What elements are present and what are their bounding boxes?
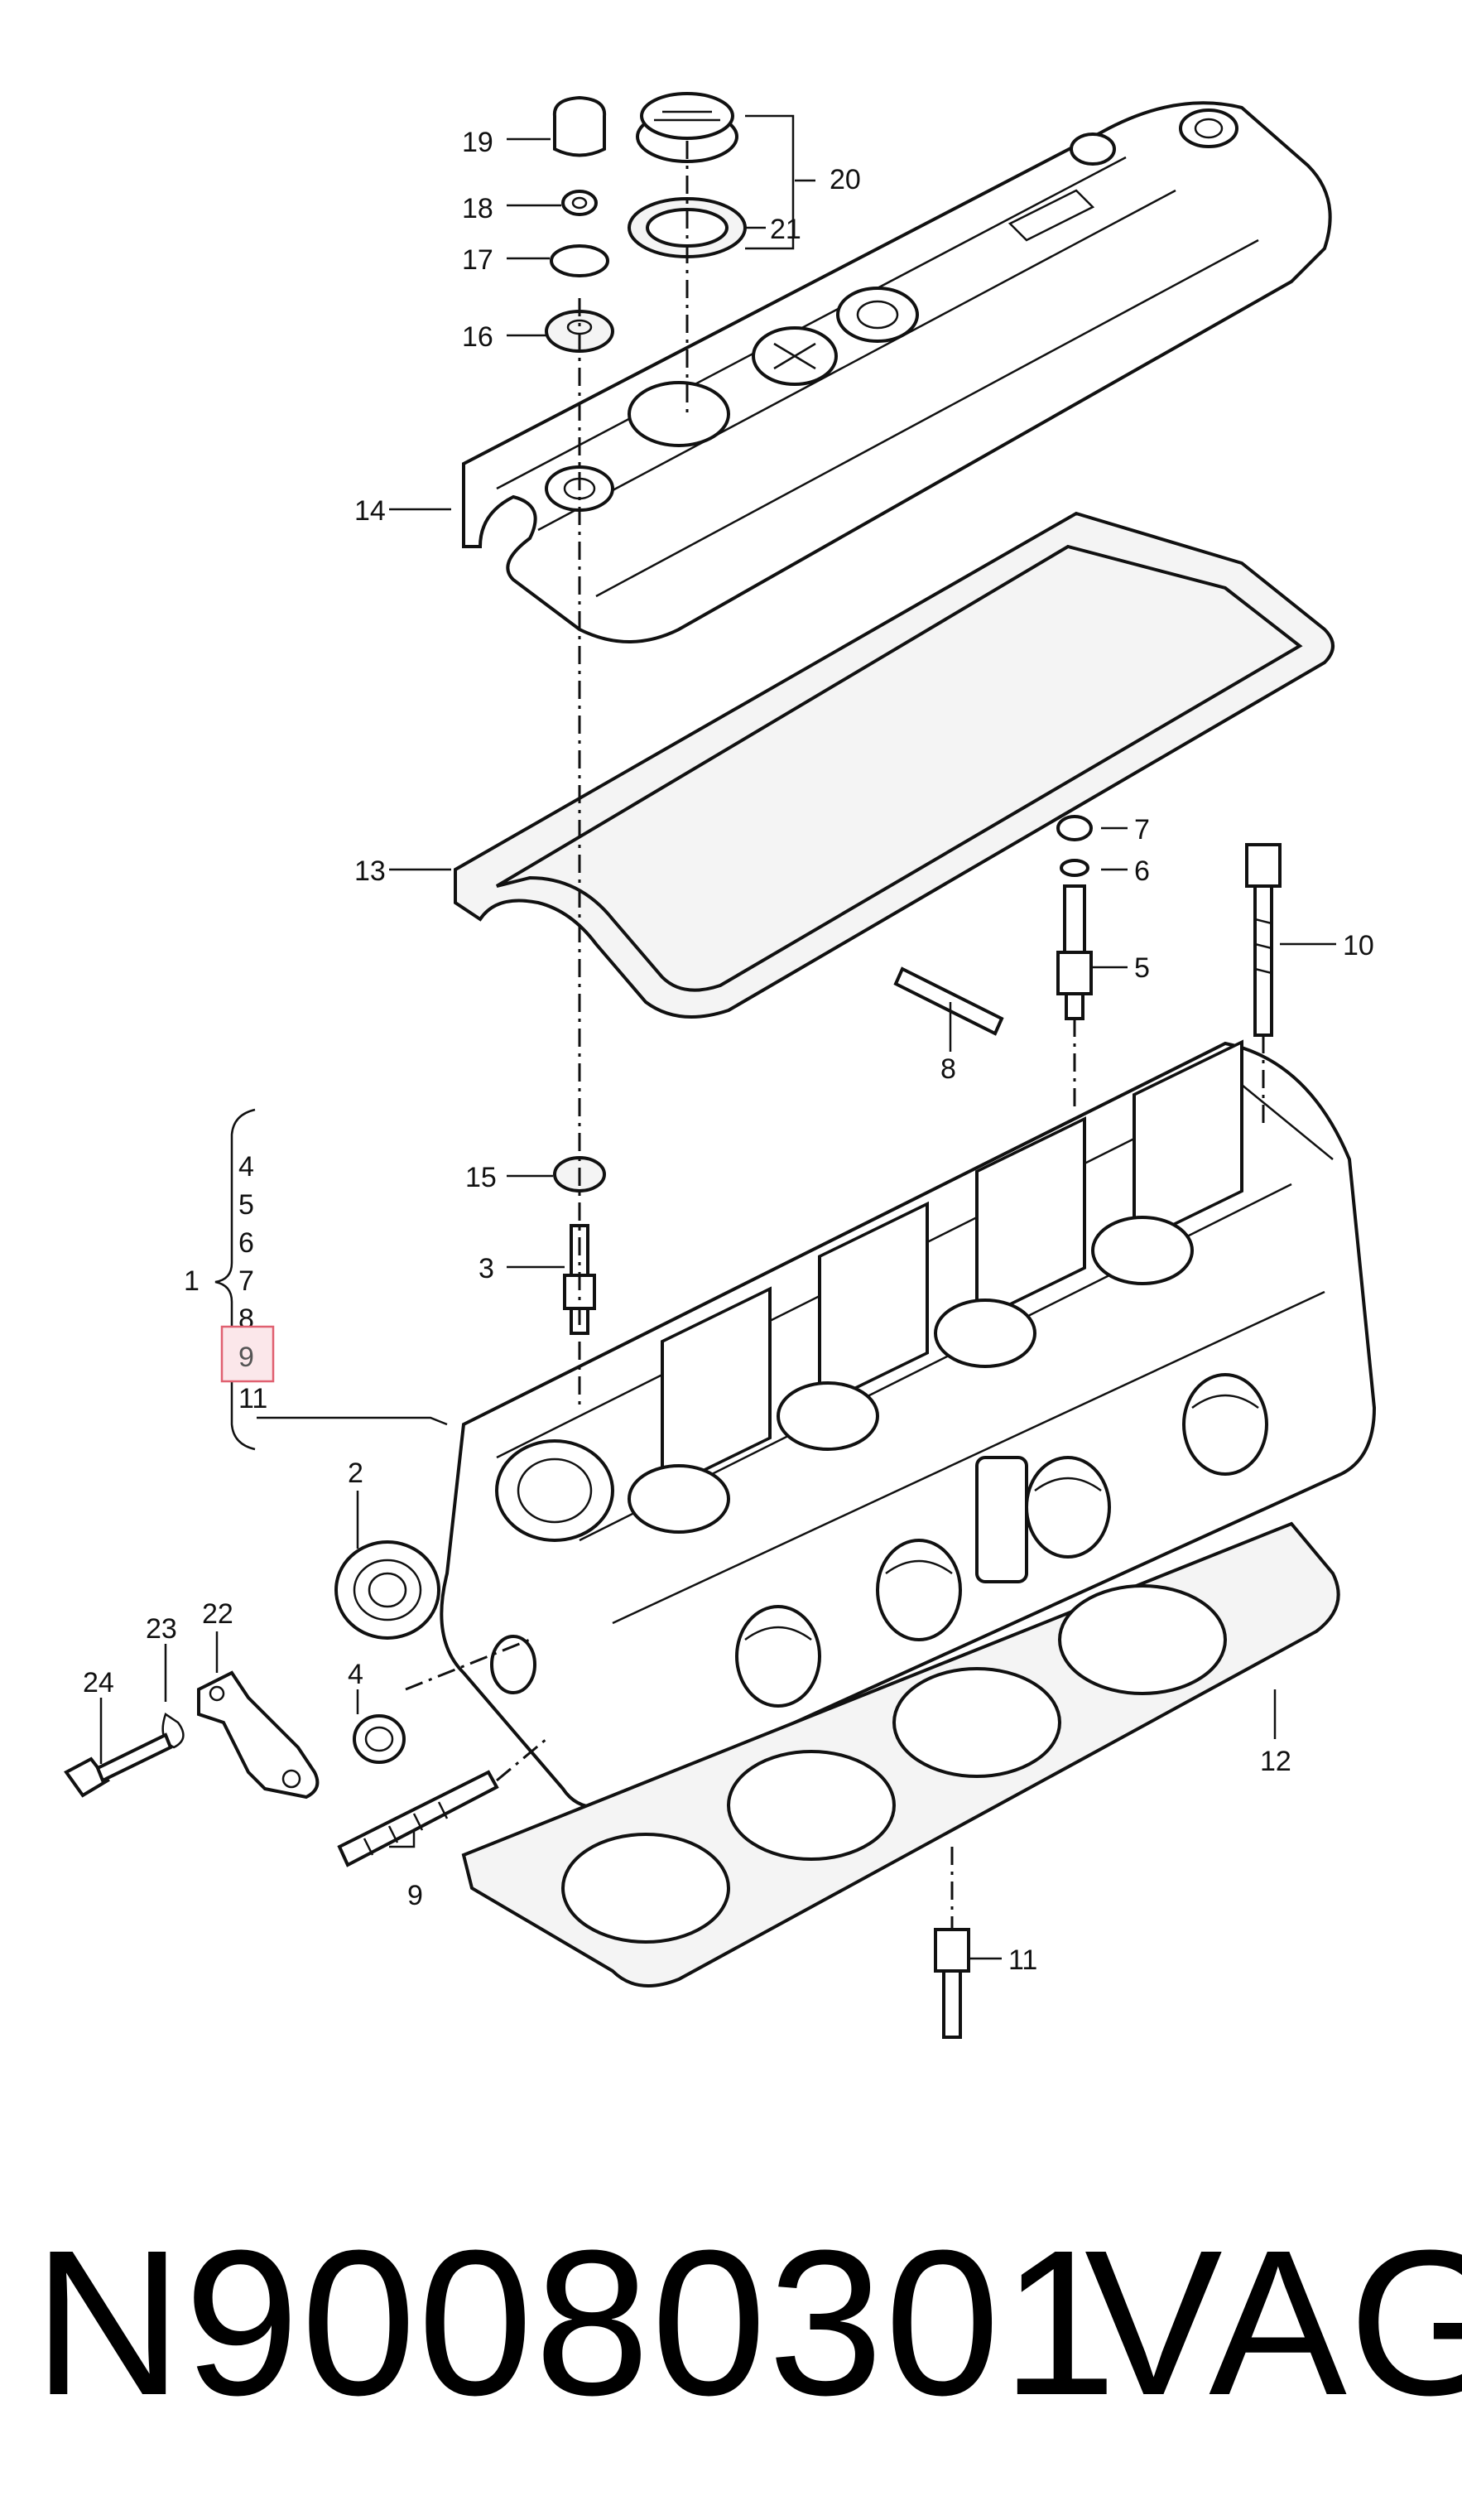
callout-6: 6	[1134, 855, 1150, 887]
kit-item-7: 7	[238, 1265, 254, 1297]
highlight-box	[220, 1325, 275, 1383]
kit-item-11: 11	[238, 1383, 267, 1414]
callout-15: 15	[465, 1162, 497, 1193]
callout-19: 19	[462, 127, 493, 158]
kit-item-6: 6	[238, 1227, 254, 1259]
kit-item-9-highlighted: 9	[238, 1342, 254, 1373]
stud-lower	[337, 1770, 499, 1867]
stud-washer-nut	[1056, 815, 1093, 1020]
kit-item-5: 5	[238, 1189, 254, 1221]
callout-9: 9	[407, 1880, 423, 1911]
cover-fastener-stack	[545, 95, 614, 353]
callout-10: 10	[1343, 930, 1374, 961]
callout-14: 14	[354, 495, 386, 527]
callout-24: 24	[83, 1667, 114, 1698]
bolt-small	[64, 1732, 173, 1798]
callout-3: 3	[479, 1253, 494, 1284]
callout-23: 23	[146, 1613, 177, 1645]
leader-lines	[99, 114, 1336, 1960]
callout-labels: 19 18 17 16 20 21 14 13 15 3 7 6 5 10 8 …	[83, 127, 1374, 1976]
kit-item-4: 4	[238, 1151, 254, 1183]
callout-22: 22	[202, 1598, 233, 1630]
camshaft-oil-seal	[334, 1540, 440, 1640]
part-number: N90080301	[33, 2207, 1118, 2438]
callout-2: 2	[348, 1458, 363, 1489]
spring-clip	[161, 1713, 185, 1749]
valve-cover-gasket	[454, 511, 1335, 1019]
callout-4: 4	[348, 1659, 363, 1690]
bracket	[197, 1670, 320, 1800]
head-gasket	[461, 1521, 1340, 1988]
callout-18: 18	[462, 193, 493, 224]
callout-21: 21	[770, 214, 801, 245]
callout-7: 7	[1134, 814, 1150, 846]
callout-17: 17	[462, 244, 493, 276]
callout-16: 16	[462, 321, 493, 353]
cylinder-head	[440, 1039, 1377, 1809]
callout-11: 11	[1008, 1944, 1037, 1976]
callout-8: 8	[940, 1053, 956, 1085]
callout-20: 20	[830, 164, 861, 195]
head-bolt	[934, 1928, 970, 2039]
callout-12: 12	[1260, 1746, 1291, 1777]
callout-5: 5	[1134, 952, 1150, 984]
callout-13: 13	[354, 855, 386, 887]
oil-filler-cap	[636, 92, 738, 163]
callout-1: 1	[184, 1265, 200, 1297]
sealing-plug	[353, 1714, 406, 1764]
stud-upper	[893, 966, 1004, 1036]
long-bolt	[1245, 843, 1282, 1037]
brand-name: VAG	[1084, 2207, 1462, 2438]
